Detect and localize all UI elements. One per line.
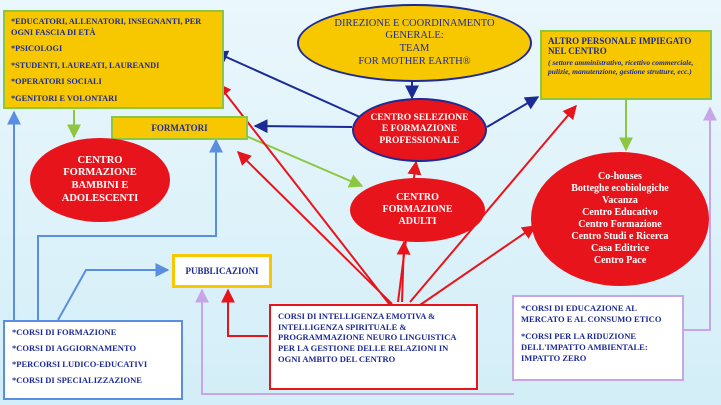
selezione-ellipse: CENTRO SELEZIONE E FORMAZIONE PROFESSION… — [352, 98, 487, 162]
cohouses-item: Centro Formazione — [578, 219, 662, 230]
adulti-ellipse: CENTRO FORMAZIONE ADULTI — [350, 178, 485, 242]
arrow-selezione-to-educators — [213, 50, 363, 119]
educators-item: *STUDENTI, LAUREATI, LAUREANDI — [11, 60, 160, 70]
arrow-lav-to-pubblicazioni — [195, 288, 514, 395]
arrow-selezione-to-formatori — [253, 119, 353, 134]
corsi-intelligenza-text: CORSI DI INTELLIGENZA EMOTIVA & INTELLIG… — [278, 311, 457, 364]
corsi-educazione-box: *CORSI DI EDUCAZIONE AL MERCATO E AL CON… — [512, 295, 684, 381]
adulti-line: FORMAZIONE — [382, 204, 453, 215]
bambini-line: ADOLESCENTI — [61, 192, 139, 204]
educators-item: *PSICOLOGI — [11, 44, 63, 54]
arrow-selezione-to-altro — [486, 96, 540, 128]
pubblicazioni-box: PUBBLICAZIONI — [172, 254, 272, 288]
corsi-formazione-item: *CORSI DI SPECIALIZZAZIONE — [12, 374, 142, 385]
selezione-line: E FORMAZIONE — [381, 124, 458, 135]
cohouses-item: Centro Pace — [593, 255, 647, 266]
cohouses-item: Centro Studi e Ricerca — [571, 231, 669, 242]
direzione-line: DIREZIONE E COORDINAMENTO — [334, 17, 495, 29]
formatori-box: FORMATORI — [111, 116, 248, 140]
cohouses-item: Vacanza — [602, 195, 638, 206]
bambini-line: CENTRO — [77, 154, 123, 166]
educators-item: *GENITORI E VOLONTARI — [11, 94, 118, 104]
cohouses-item: Botteghe ecobiologiche — [571, 183, 669, 194]
bambini-line: BAMBINI E — [71, 180, 129, 191]
corsi-educazione-item: *CORSI PER LA RIDUZIONE DELL'IMPATTO AMB… — [521, 330, 648, 363]
selezione-line: PROFESSIONALE — [379, 135, 460, 146]
direzione-ellipse: DIREZIONE E COORDINAMENTO GENERALE: TEAM… — [297, 4, 532, 82]
arrow-red-to-altro — [409, 104, 577, 303]
arrow-red-to-adulti — [396, 240, 411, 303]
bambini-ellipse: CENTRO FORMAZIONE BAMBINI E ADOLESCENTI — [30, 138, 170, 222]
arrow-red-to-formatori — [237, 151, 393, 305]
bambini-line: FORMAZIONE — [63, 167, 137, 179]
cohouses-item: Centro Educativo — [582, 207, 658, 218]
adulti-line: CENTRO — [396, 192, 439, 203]
altro-personale-box: ALTRO PERSONALE IMPIEGATO NEL CENTRO ( s… — [540, 30, 712, 100]
arrow-lb-to-pubblicazioni — [57, 263, 170, 321]
educators-item: *OPERATORI SOCIALI — [11, 77, 102, 87]
direzione-line: TEAM — [399, 43, 430, 54]
altro-title: ALTRO PERSONALE IMPIEGATO — [548, 36, 692, 46]
direzione-line: GENERALE: — [385, 30, 444, 42]
corsi-formazione-item: *CORSI DI AGGIORNAMENTO — [12, 342, 137, 353]
direzione-line: FOR MOTHER EARTH® — [358, 55, 471, 67]
altro-title: NEL CENTRO — [548, 46, 607, 57]
corsi-formazione-item: *PERCORSI LUDICO-EDUCATIVI — [12, 358, 148, 369]
adulti-line: ADULTI — [398, 216, 437, 227]
selezione-line: CENTRO SELEZIONE — [370, 112, 469, 123]
educators-item: *EDUCATORI, ALLENATORI, INSEGNANTI, PER … — [11, 17, 202, 37]
corsi-formazione-item: *CORSI DI FORMAZIONE — [12, 327, 117, 337]
altro-sub: ( settore amministrativo, ricettivo comm… — [548, 57, 694, 76]
educators-box: *EDUCATORI, ALLENATORI, INSEGNANTI, PER … — [3, 10, 224, 109]
arrow-red-to-pubblicazioni — [221, 288, 268, 337]
arrow-red-to-cohouses — [419, 225, 537, 306]
arrow-lav-to-altro — [684, 106, 717, 331]
pubblicazioni-label: PUBBLICAZIONI — [185, 266, 259, 276]
cohouses-ellipse: Co-houses Botteghe ecobiologiche Vacanza… — [531, 152, 709, 286]
formatori-label: FORMATORI — [151, 123, 208, 133]
cohouses-item: Casa Editrice — [590, 243, 650, 254]
corsi-educazione-item: *CORSI DI EDUCAZIONE AL MERCATO E AL CON… — [521, 303, 662, 324]
arrow-lb-to-formatori — [37, 138, 223, 320]
corsi-intelligenza-box: CORSI DI INTELLIGENZA EMOTIVA & INTELLIG… — [269, 304, 478, 390]
cohouses-item: Co-houses — [598, 171, 642, 182]
corsi-formazione-box: *CORSI DI FORMAZIONE *CORSI DI AGGIORNAM… — [3, 320, 183, 400]
